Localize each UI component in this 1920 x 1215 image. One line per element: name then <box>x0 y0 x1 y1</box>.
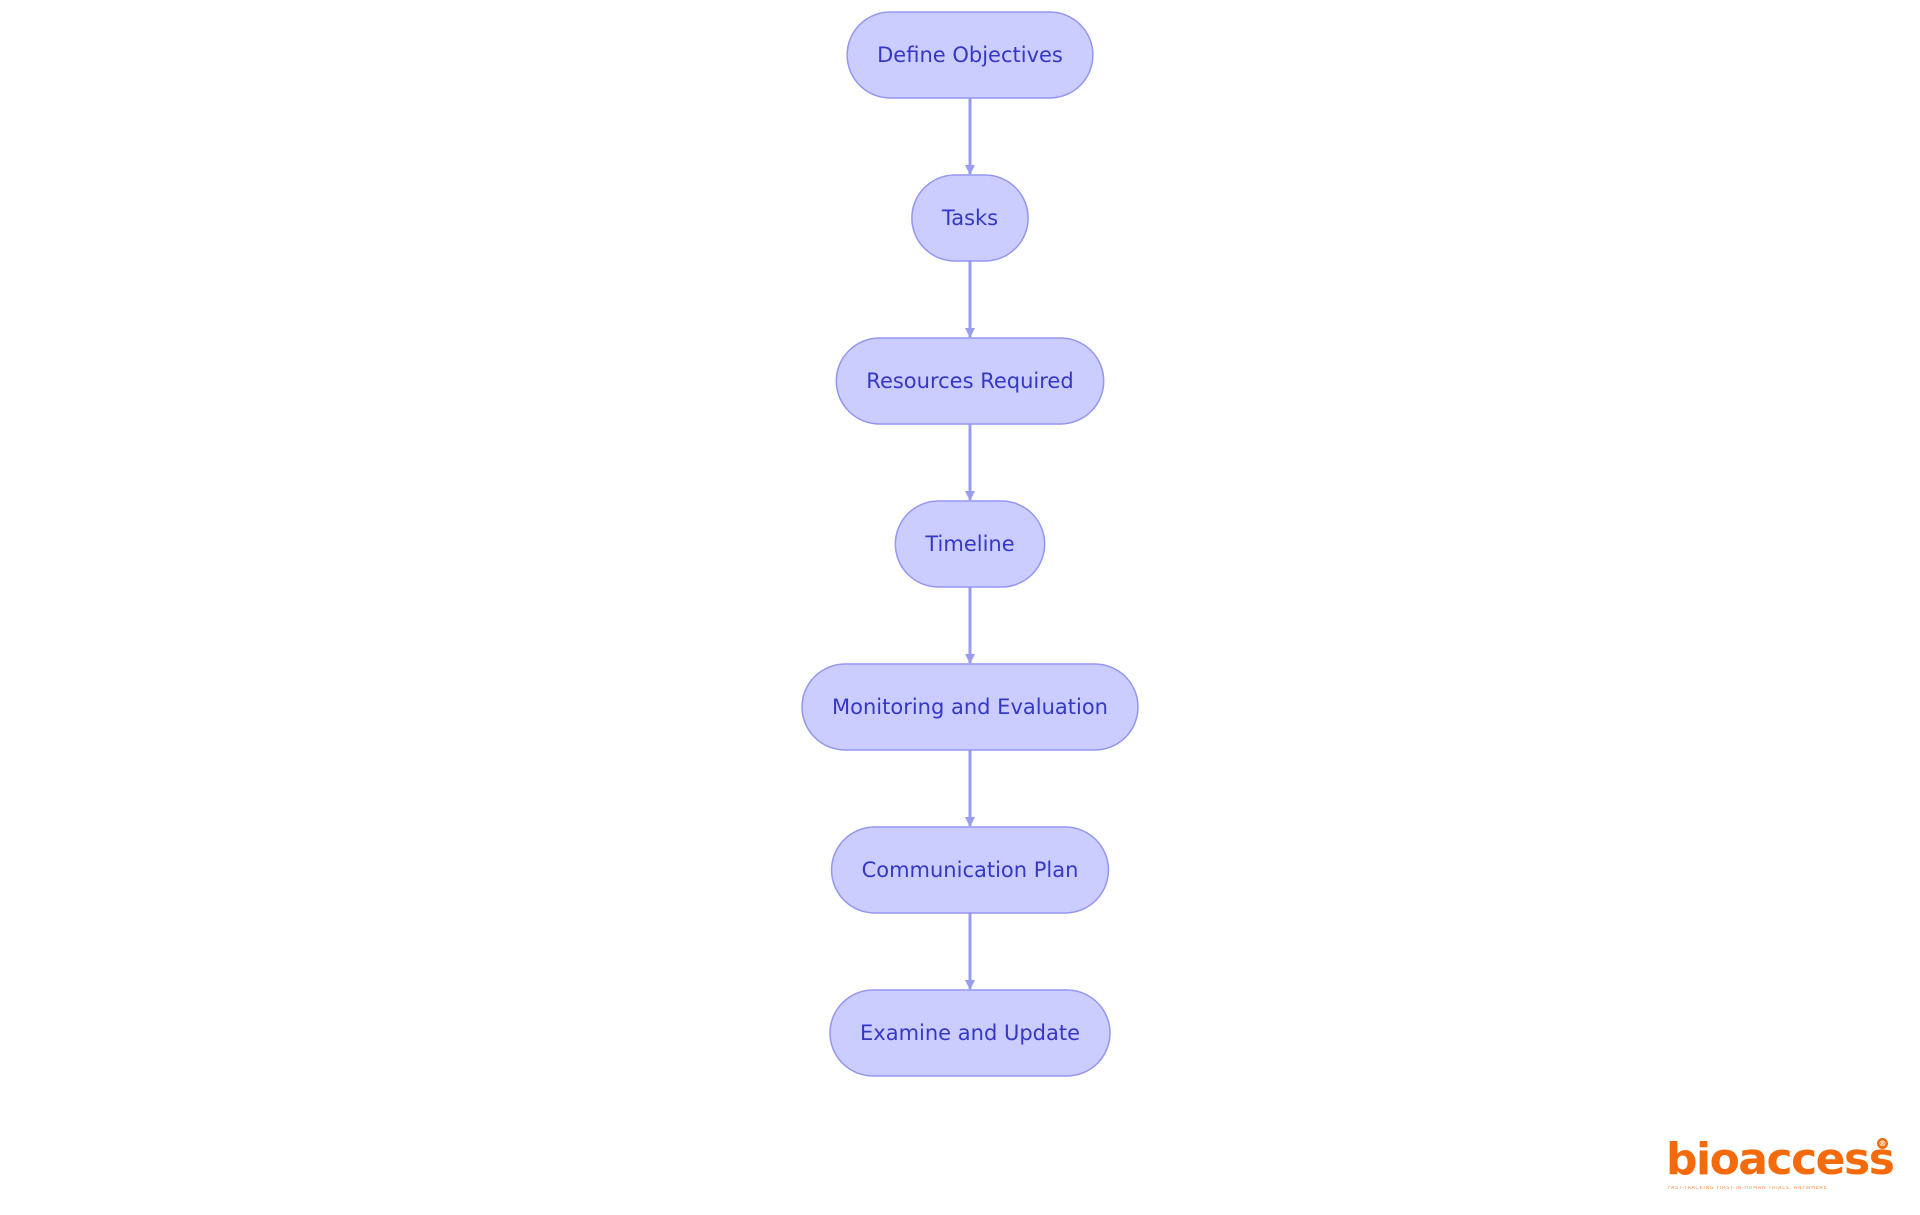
node-shape <box>911 174 1029 262</box>
node-examine-and-update: Examine and Update <box>829 989 1111 1077</box>
node-label: Resources Required <box>866 369 1073 393</box>
node-shape <box>835 337 1105 425</box>
logo-wordmark: bioaccess <box>1666 1134 1895 1185</box>
registered-mark-icon: ® <box>1877 1138 1888 1149</box>
node-resources-required: Resources Required <box>835 337 1105 425</box>
node-communication-plan: Communication Plan <box>830 826 1110 914</box>
node-shape <box>829 989 1111 1077</box>
node-tasks: Tasks <box>911 174 1029 262</box>
node-label: Define Objectives <box>877 43 1063 67</box>
node-label: Monitoring and Evaluation <box>832 695 1108 719</box>
node-shape <box>846 11 1094 99</box>
node-label: Timeline <box>924 532 1014 556</box>
node-shape <box>801 663 1139 751</box>
logo-tagline: FAST-TRACKING FIRST-IN-HUMAN TRIALS, ANY… <box>1668 1186 1828 1190</box>
node-monitoring-and-evaluation: Monitoring and Evaluation <box>801 663 1139 751</box>
node-timeline: Timeline <box>894 500 1046 588</box>
node-shape <box>830 826 1110 914</box>
bioaccess-logo: bioaccess ® FAST-TRACKING FIRST-IN-HUMAN… <box>1666 1136 1895 1192</box>
node-define-objectives: Define Objectives <box>846 11 1094 99</box>
node-shape <box>894 500 1046 588</box>
node-label: Communication Plan <box>862 858 1079 882</box>
node-label: Tasks <box>941 206 998 230</box>
node-label: Examine and Update <box>860 1021 1080 1045</box>
